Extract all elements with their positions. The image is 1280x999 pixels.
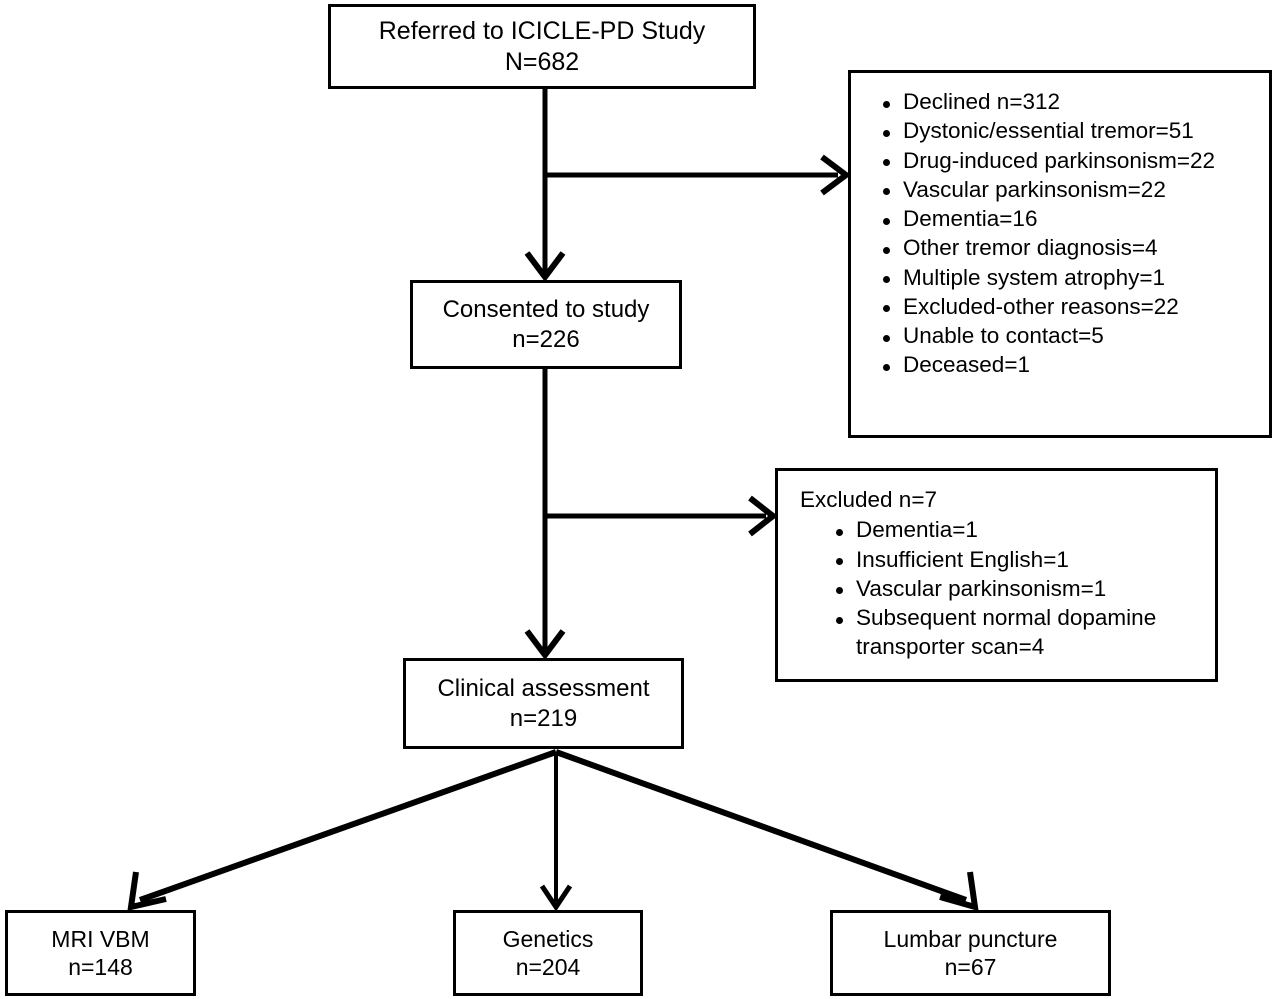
list-item: Unable to contact=5 [877, 321, 1259, 350]
node-genetics-line2: n=204 [515, 954, 581, 980]
node-clinical-line1: Clinical assessment [437, 675, 650, 703]
list-item: Vascular parkinsonism=1 [830, 574, 1205, 603]
list-item: Declined n=312 [877, 87, 1259, 116]
node-genetics-line1: Genetics [502, 925, 594, 952]
list-item: Vascular parkinsonism=22 [877, 175, 1259, 204]
node-lumbar-line1: Lumbar puncture [883, 925, 1058, 952]
excluded-heading: Excluded n=7 [800, 487, 937, 512]
list-item: Multiple system atrophy=1 [877, 263, 1259, 292]
list-item: Subsequent normal dopamine transporter s… [830, 603, 1205, 662]
node-genetics: Genetics n=204 [453, 910, 643, 996]
arrowhead-genetics [539, 884, 573, 912]
node-mri-vbm: MRI VBM n=148 [5, 910, 196, 996]
not-recruited-list: Declined n=312 Dystonic/essential tremor… [877, 87, 1259, 380]
list-item: Deceased=1 [877, 350, 1259, 379]
node-not-recruited-reasons: Declined n=312 Dystonic/essential tremor… [848, 70, 1272, 438]
list-item: Dystonic/essential tremor=51 [877, 116, 1259, 145]
node-clinical-assessment: Clinical assessment n=219 [403, 658, 684, 749]
node-consented: Consented to study n=226 [410, 280, 682, 369]
node-clinical-line2: n=219 [509, 704, 578, 732]
list-item: Excluded-other reasons=22 [877, 292, 1259, 321]
node-consented-line2: n=226 [512, 325, 580, 353]
node-referred: Referred to ICICLE-PD Study N=682 [328, 4, 756, 89]
node-referred-line2: N=682 [504, 47, 580, 76]
list-item: Insufficient English=1 [830, 545, 1205, 574]
arrowhead-clinical [524, 629, 566, 660]
node-consented-line1: Consented to study [442, 296, 650, 324]
node-mri-line2: n=148 [68, 954, 133, 980]
node-excluded-reasons: Excluded n=7 Dementia=1 Insufficient Eng… [775, 468, 1218, 682]
node-lumbar-line2: n=67 [944, 954, 997, 980]
connector-clinical-to-lumbar [554, 749, 968, 903]
node-mri-line1: MRI VBM [51, 925, 150, 952]
excluded-list: Dementia=1 Insufficient English=1 Vascul… [800, 515, 1205, 661]
arrowhead-lumbar [939, 871, 979, 912]
node-referred-line1: Referred to ICICLE-PD Study [378, 17, 706, 45]
list-item: Dementia=1 [830, 515, 1205, 544]
list-item: Dementia=16 [877, 204, 1259, 233]
node-lumbar-puncture: Lumbar puncture n=67 [830, 910, 1111, 996]
arrowhead-excluded [748, 495, 778, 537]
list-item: Other tremor diagnosis=4 [877, 233, 1259, 262]
arrowhead-consented [524, 251, 566, 282]
connector-clinical-to-mri [138, 749, 558, 903]
arrowhead-mri [127, 871, 167, 911]
arrowhead-notrecruited [820, 154, 851, 196]
list-item: Drug-induced parkinsonism=22 [877, 146, 1259, 175]
